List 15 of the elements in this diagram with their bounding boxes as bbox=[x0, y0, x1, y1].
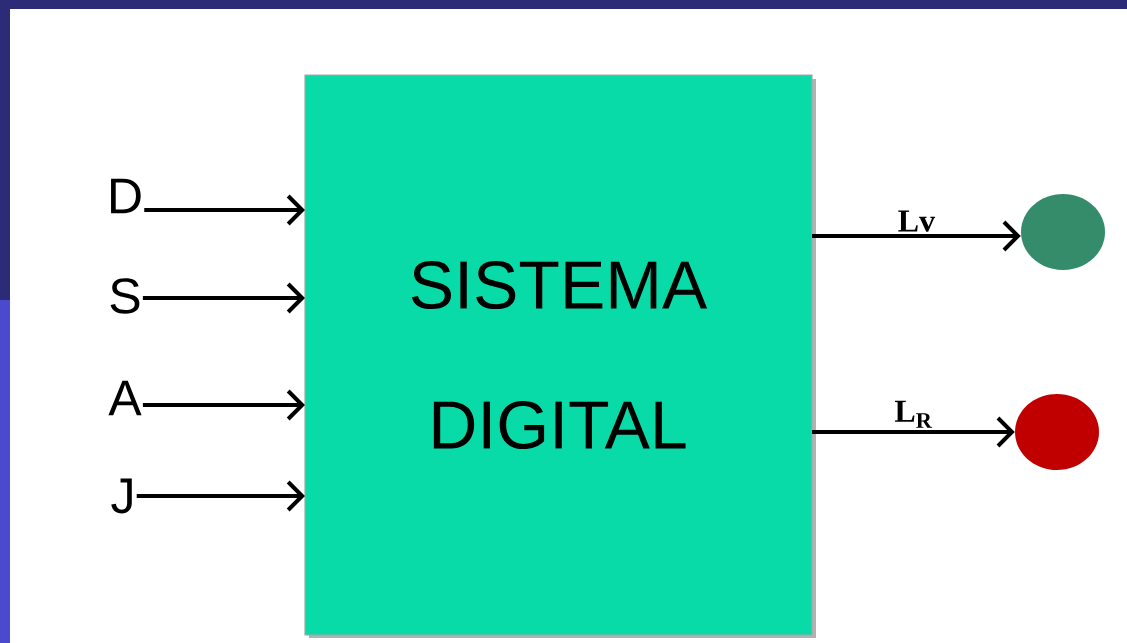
arrow bbox=[812, 416, 1015, 448]
edge-label: Lv bbox=[898, 210, 936, 232]
input-label: J bbox=[111, 478, 132, 514]
input-label: S bbox=[110, 278, 140, 314]
indicator-light bbox=[1015, 394, 1099, 470]
arrow bbox=[144, 194, 305, 226]
system-box: SISTEMA DIGITAL bbox=[304, 74, 816, 638]
arrow bbox=[142, 389, 305, 421]
input-label: A bbox=[108, 380, 142, 416]
edge-label: L$_{R}$ bbox=[894, 400, 933, 428]
arrow bbox=[136, 480, 305, 512]
input-label: D bbox=[111, 178, 141, 214]
indicator-light bbox=[1021, 194, 1105, 270]
arrow bbox=[142, 282, 305, 314]
arrow bbox=[812, 220, 1021, 252]
